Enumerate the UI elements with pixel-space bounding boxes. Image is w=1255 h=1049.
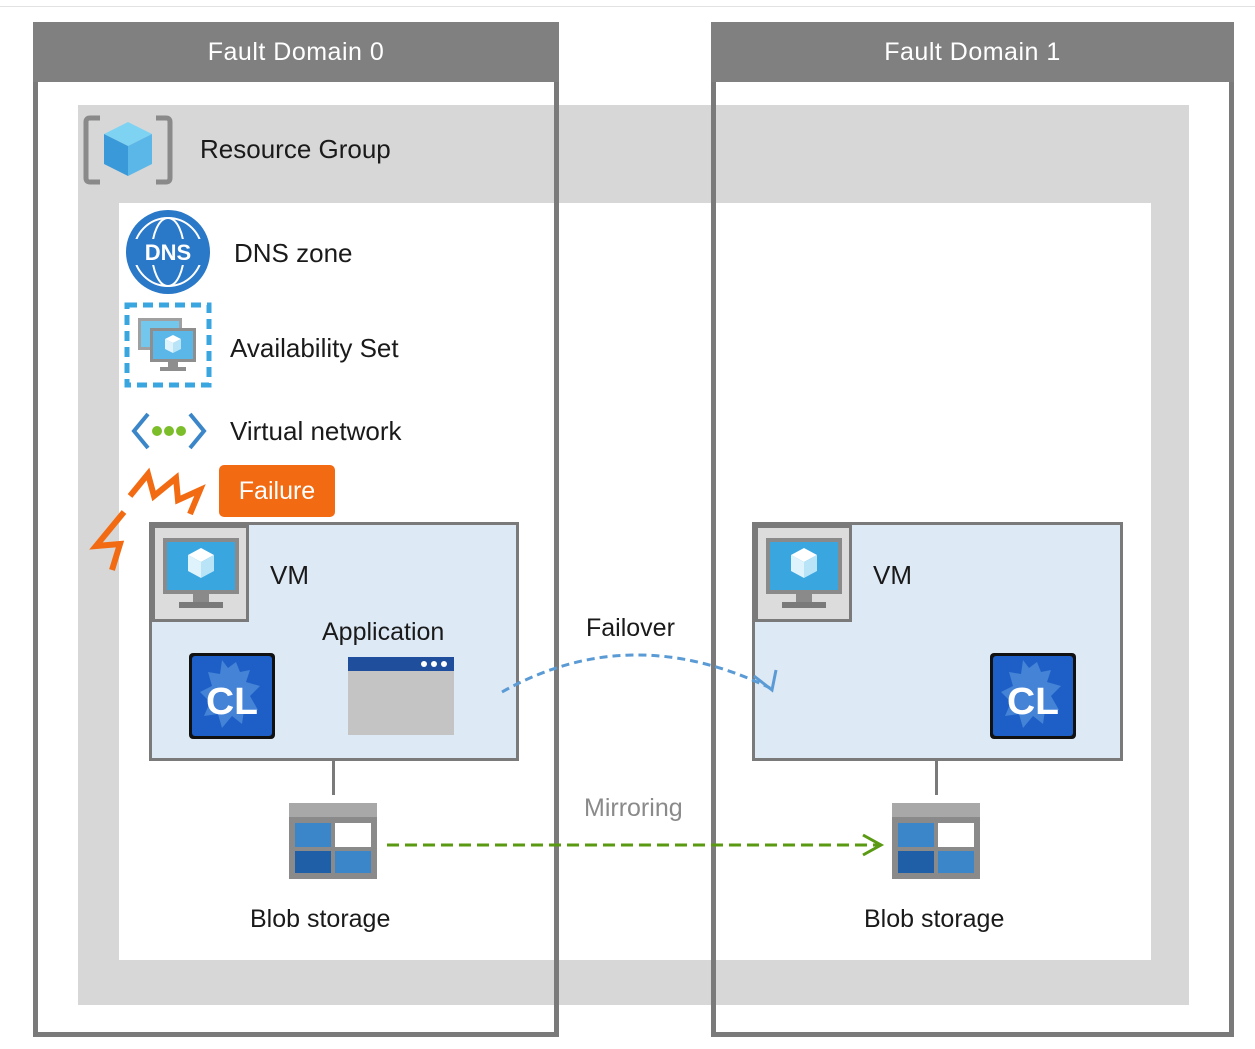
failure-label: Failure: [238, 476, 316, 505]
fault-domain-1-label: Fault Domain 1: [884, 37, 1061, 66]
virtual-machine-icon: [766, 538, 842, 608]
mirroring-label: Mirroring: [584, 794, 683, 822]
failure-lightning-icon: [89, 467, 206, 571]
mirroring-arrow: [387, 833, 885, 857]
availability-set-icon: [124, 302, 212, 388]
fault-domain-1-header: Fault Domain 1: [711, 22, 1234, 82]
failure-badge: Failure: [219, 465, 335, 517]
vm-left-icon-box: [152, 525, 249, 622]
application-label: Application: [322, 618, 445, 646]
failover-arrow: [501, 653, 778, 694]
failover-label: Failover: [586, 614, 675, 642]
resource-group-label: Resource Group: [200, 134, 391, 164]
blob-storage-right-label: Blob storage: [864, 905, 1005, 933]
availability-set-label: Availability Set: [230, 333, 399, 363]
vm-left-label: VM: [270, 560, 309, 590]
dns-zone-label: DNS zone: [234, 238, 353, 268]
dns-icon-text: DNS: [145, 240, 191, 265]
resource-group-icon: [83, 115, 173, 185]
virtual-network-label: Virtual network: [230, 416, 402, 446]
vm-left-storage-connector: [332, 761, 335, 795]
fault-domain-0-header: Fault Domain 0: [33, 22, 559, 82]
cl-left-text: CL: [206, 681, 258, 723]
cl-cluster-icon: CL: [189, 653, 275, 739]
blob-storage-icon: [892, 803, 980, 879]
cl-right-text: CL: [1007, 681, 1059, 723]
vm-right-storage-connector: [935, 761, 938, 795]
application-window-icon: [348, 657, 454, 735]
blob-storage-left-label: Blob storage: [250, 905, 391, 933]
virtual-machine-icon: [163, 538, 239, 608]
virtual-network-icon: [131, 412, 207, 450]
dns-zone-icon: DNS: [126, 210, 210, 294]
top-border: [0, 0, 1255, 7]
fault-domain-0-label: Fault Domain 0: [207, 37, 385, 66]
vm-right-label: VM: [873, 560, 912, 590]
cl-cluster-icon: CL: [990, 653, 1076, 739]
vm-right-icon-box: [755, 525, 852, 622]
blob-storage-icon: [289, 803, 377, 879]
